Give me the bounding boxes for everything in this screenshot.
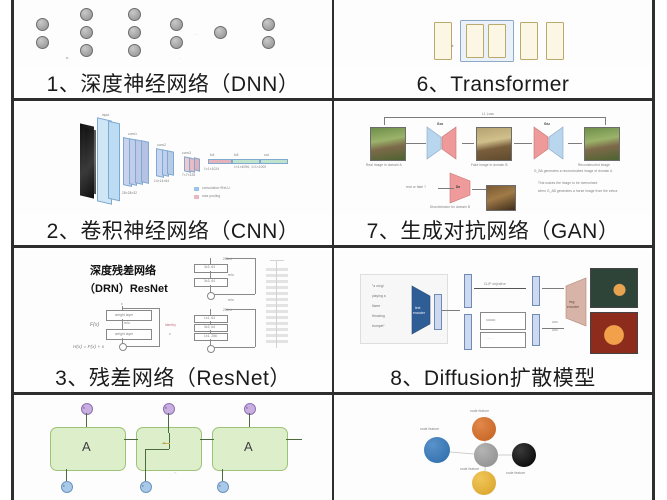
figure-resnet: 深度残差网络 （DRN）ResNet 3x3, 64 3x3, 64 256-d…: [14, 250, 332, 361]
caption-gan: 7、生成对抗网络（GAN）: [334, 214, 652, 245]
diffusion-shapes-svg: [411, 277, 587, 335]
dnn-diagram: . . . a. .: [18, 0, 328, 65]
cnn-diagram: input conv1 conv2 conv3 fc4 fc5 out 28×2…: [18, 105, 328, 212]
caption-text: 8、Diffusion扩散模型: [390, 366, 596, 390]
figure-gnn: node feature node feature node feature n…: [334, 397, 652, 500]
grid-cell-resnet[interactable]: 深度残差网络 （DRN）ResNet 3x3, 64 3x3, 64 256-d…: [14, 250, 332, 395]
grid-cell-dnn[interactable]: . . . a. . 1、深度神经网络（DNN）: [14, 0, 332, 101]
transformer-diagram: ⊕: [338, 0, 648, 65]
grid-cell-gan[interactable]: L1 Loss: [334, 103, 652, 248]
caption-text: 3、残差网络（ResNet）: [55, 366, 291, 390]
caption-resnet: 3、残差网络（ResNet）: [14, 361, 332, 392]
grid-column-right: ⊕ 6、Transformer L1 Loss: [333, 0, 655, 500]
grid-column-left: . . . a. . 1、深度神经网络（DNN）: [11, 0, 333, 500]
caption-text: 7、生成对抗网络（GAN）: [366, 219, 620, 243]
figure-diffusion: "a corgi playing a flame throwing trumpe…: [334, 250, 652, 361]
figure-dnn: . . . a. .: [14, 0, 332, 67]
grid-cell-gnn[interactable]: node feature node feature node feature n…: [334, 397, 652, 500]
gan-shapes-svg: [426, 126, 564, 204]
caption-cnn: 2、卷积神经网络（CNN）: [14, 214, 332, 245]
grid-cell-transformer[interactable]: ⊕ 6、Transformer: [334, 0, 652, 101]
figure-gan: L1 Loss: [334, 103, 652, 214]
caption-text: 1、深度神经网络（DNN）: [46, 72, 300, 96]
caption-dnn: 1、深度神经网络（DNN）: [14, 67, 332, 98]
figure-transformer: ⊕: [334, 0, 652, 67]
figure-cnn: input conv1 conv2 conv3 fc4 fc5 out 28×2…: [14, 103, 332, 214]
grid-cell-lstm[interactable]: A A h h h x x x: [14, 397, 332, 500]
caption-text: 6、Transformer: [416, 72, 570, 96]
caption-diffusion: 8、Diffusion扩散模型: [334, 361, 652, 392]
lstm-diagram: A A h h h x x x: [18, 399, 328, 500]
grid-cell-cnn[interactable]: input conv1 conv2 conv3 fc4 fc5 out 28×2…: [14, 103, 332, 248]
figure-lstm: A A h h h x x x: [14, 397, 332, 500]
resnet-diagram: 深度残差网络 （DRN）ResNet 3x3, 64 3x3, 64 256-d…: [18, 252, 328, 359]
caption-text: 2、卷积神经网络（CNN）: [46, 219, 300, 243]
caption-transformer: 6、Transformer: [334, 67, 652, 98]
gnn-diagram: node feature node feature node feature n…: [338, 399, 648, 500]
gan-diagram: L1 Loss: [338, 105, 648, 212]
diffusion-diagram: "a corgi playing a flame throwing trumpe…: [338, 252, 648, 359]
architecture-grid: . . . a. . 1、深度神经网络（DNN）: [11, 0, 655, 500]
grid-cell-diffusion[interactable]: "a corgi playing a flame throwing trumpe…: [334, 250, 652, 395]
